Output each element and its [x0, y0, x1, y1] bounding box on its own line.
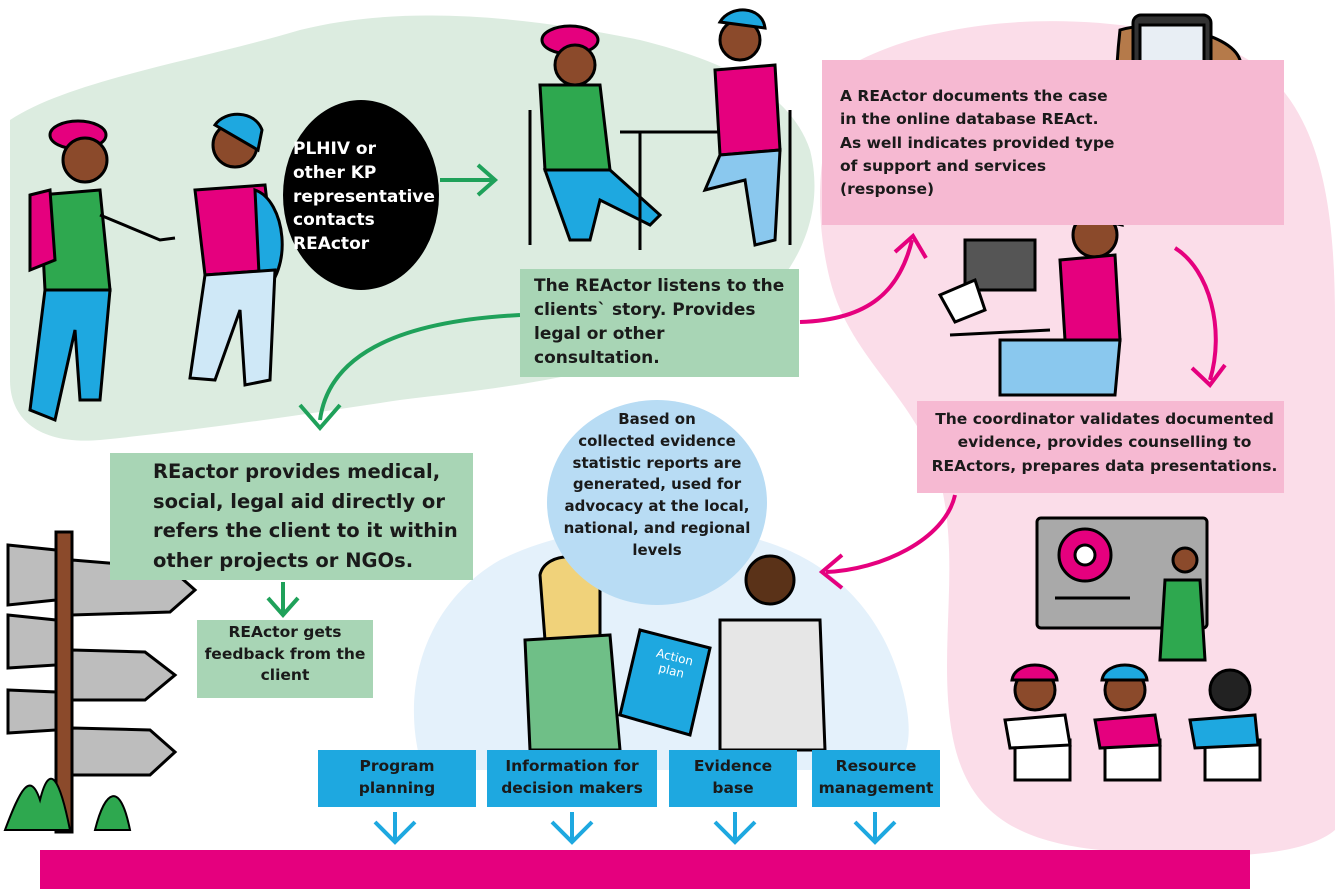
blue-arrows [373, 812, 897, 845]
output-program-planning: Program planning [318, 750, 476, 807]
aid-step-box: REactor provides medical, social, legal … [110, 453, 473, 580]
green-arrows [266, 163, 521, 619]
presentation-illustration [1003, 516, 1262, 782]
laptop-worker-illustration [937, 203, 1124, 397]
coordinator-step-box: The coordinator validates documented evi… [917, 401, 1284, 493]
document-step-box: A REActor documents the case in the onli… [822, 60, 1284, 225]
bottom-bar [40, 850, 1250, 889]
consultation-illustration [528, 8, 792, 250]
listen-step-box: The REActor listens to the clients` stor… [520, 269, 799, 377]
output-information-decision-makers: Information for decision makers [487, 750, 657, 807]
contact-step-bubble: PLHIV or other KP representative contact… [283, 100, 439, 290]
pink-arrows [799, 232, 1227, 590]
feedback-step-box: REActor gets feedback from the client [197, 620, 373, 698]
evidence-step-bubble: Based on collected evidence statistic re… [547, 400, 767, 605]
output-evidence-base: Evidence base [669, 750, 797, 807]
output-resource-management: Resource management [812, 750, 940, 807]
action-plan-illustration [523, 554, 827, 752]
handshake-people-illustration [28, 112, 284, 423]
